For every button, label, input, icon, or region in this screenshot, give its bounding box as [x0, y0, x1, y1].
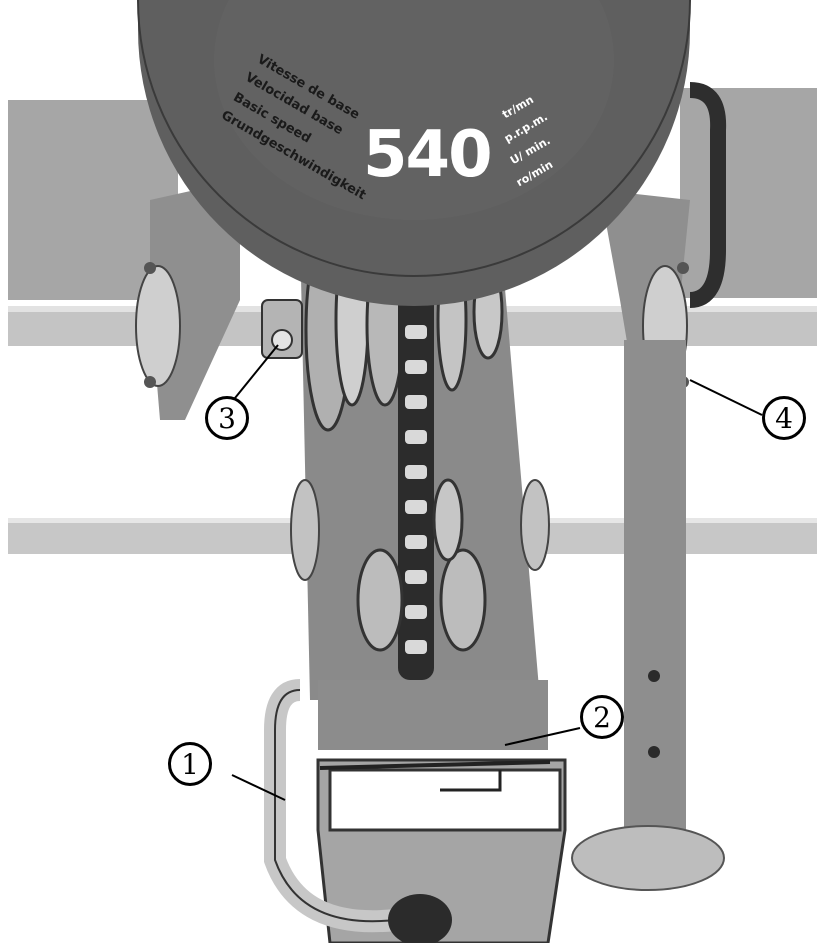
upper-handle	[689, 82, 727, 308]
drive-chain	[398, 240, 434, 680]
crank-knob	[388, 894, 452, 943]
callout-3: 3	[205, 396, 249, 440]
callout-3-leader	[234, 344, 279, 399]
latch-pin	[319, 760, 551, 770]
lower-sprockets	[356, 478, 487, 652]
callout-4: 4	[762, 396, 806, 440]
callout-1-leader	[231, 774, 286, 801]
rpm-value: 540	[363, 118, 493, 192]
lower-frame	[318, 680, 548, 750]
callout-1: 1	[168, 742, 212, 786]
speed-disc	[138, 0, 690, 306]
support-foot	[571, 825, 725, 891]
upper-beam-right	[680, 88, 817, 298]
left-flange	[135, 265, 181, 387]
callout-2: 2	[580, 695, 624, 739]
callout-4-leader	[689, 379, 763, 416]
callout-2-leader	[504, 727, 581, 746]
support-leg	[624, 340, 686, 860]
